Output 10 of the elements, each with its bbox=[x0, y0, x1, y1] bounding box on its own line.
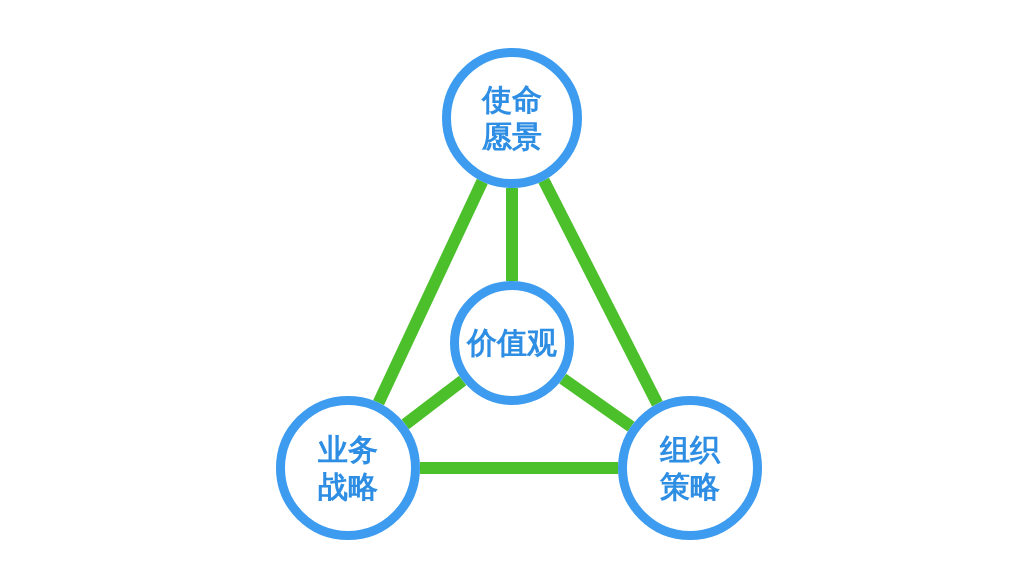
connector-line bbox=[420, 462, 618, 474]
connector-line bbox=[559, 373, 635, 432]
node-label: 价值观 bbox=[467, 324, 557, 362]
node-label: 使命愿景 bbox=[480, 80, 543, 156]
connector-line bbox=[506, 188, 518, 281]
node-label: 组织策略 bbox=[658, 430, 722, 506]
connector-line bbox=[538, 177, 663, 407]
connector-line bbox=[401, 375, 467, 430]
node-label: 业务战略 bbox=[317, 430, 379, 506]
connector-line bbox=[373, 178, 488, 406]
